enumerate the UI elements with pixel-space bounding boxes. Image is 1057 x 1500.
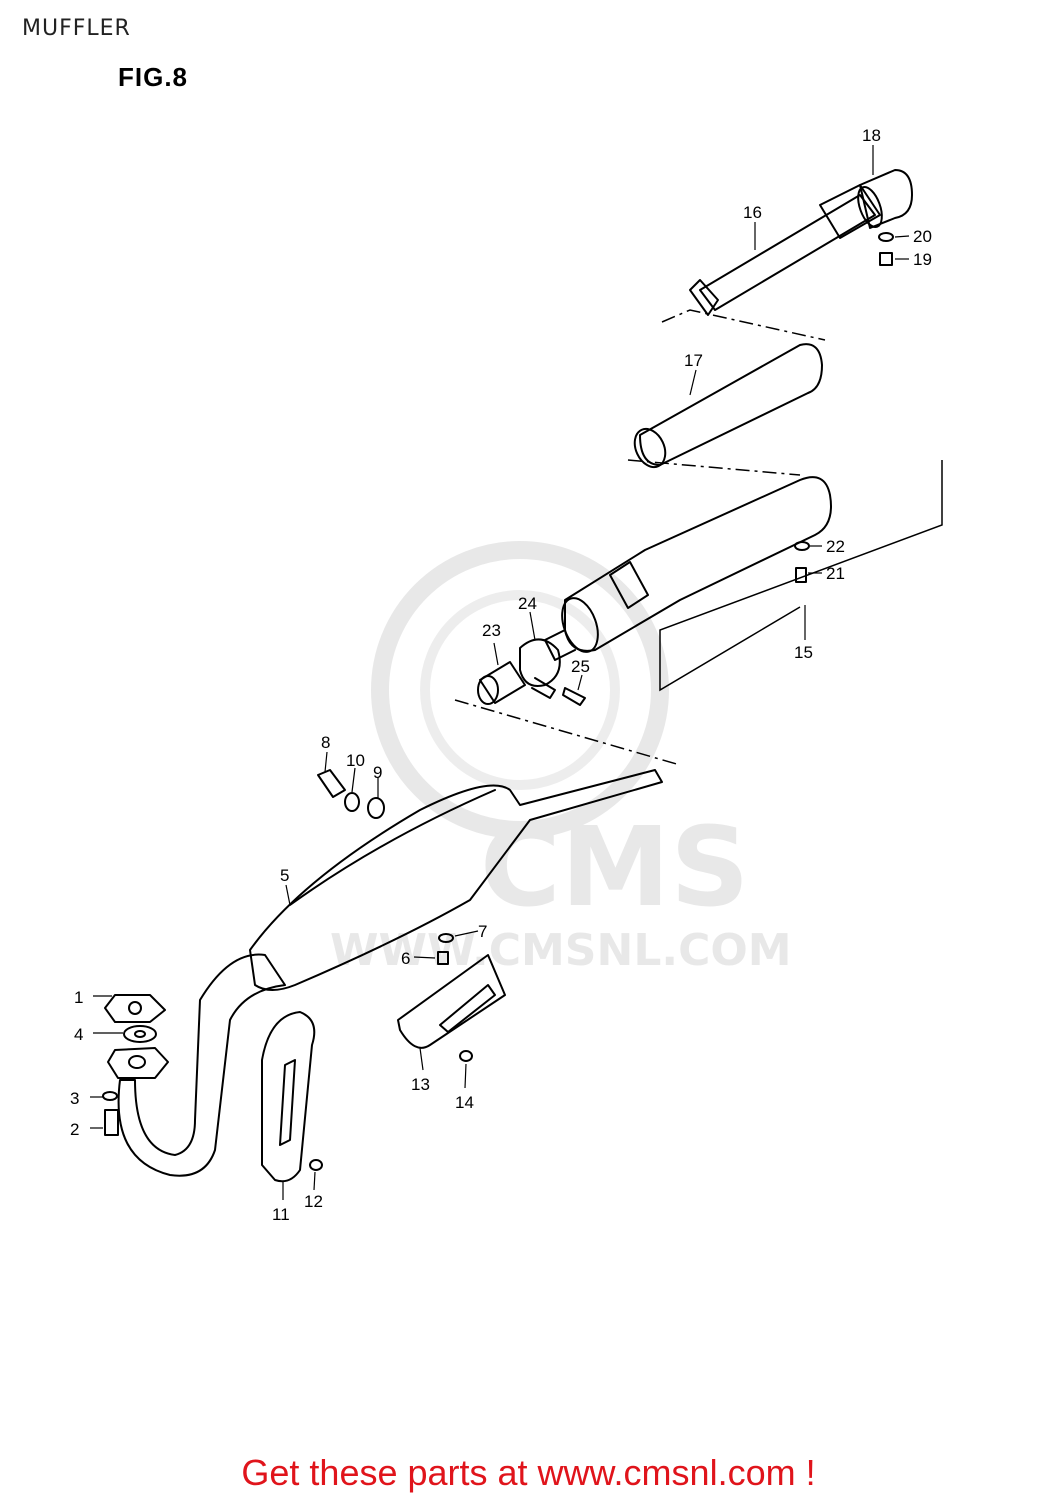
callout-22: 22 <box>826 537 845 556</box>
assembly-guide-lines <box>454 309 826 766</box>
gasket-1-part <box>104 994 166 1023</box>
callout-16: 16 <box>743 203 762 222</box>
callout-8: 8 <box>321 733 330 752</box>
sleeve-part <box>477 661 526 705</box>
callout-17: 17 <box>684 351 703 370</box>
watermark: CMS WWW.CMSNL.COM <box>330 541 792 976</box>
muffler-body-part <box>544 476 832 661</box>
footer-promo-link[interactable]: Get these parts at www.cmsnl.com ! <box>241 1452 816 1493</box>
callout-5: 5 <box>280 866 289 885</box>
tip-cap-part <box>857 169 913 229</box>
callout-19: 19 <box>913 250 932 269</box>
inner-silencer-part <box>633 343 823 469</box>
screw-14-part <box>459 1050 473 1062</box>
washer-3-part <box>102 1091 118 1101</box>
callout-12: 12 <box>304 1192 323 1211</box>
callout-11: 11 <box>272 1205 290 1224</box>
callout-23: 23 <box>482 621 501 640</box>
callout-25: 25 <box>571 657 590 676</box>
exhaust-flange <box>107 1047 169 1079</box>
callout-18: 18 <box>862 126 881 145</box>
callout-9: 9 <box>373 763 382 782</box>
clamp-bolt-part <box>562 687 586 706</box>
callout-20: 20 <box>913 227 932 246</box>
callout-4: 4 <box>74 1025 83 1044</box>
callout-7: 7 <box>478 922 487 941</box>
callout-15: 15 <box>794 643 813 662</box>
callout-6: 6 <box>401 949 410 968</box>
figure-label: FIG.8 <box>118 62 189 92</box>
washer-9-part <box>367 797 385 819</box>
tail-pipe-part <box>689 184 881 316</box>
washer-20-part <box>878 232 894 242</box>
callout-24: 24 <box>518 594 537 613</box>
watermark-brand: CMS <box>480 803 749 931</box>
gasket-4-part <box>123 1025 157 1043</box>
callout-21: 21 <box>826 564 845 583</box>
bolt-21-part <box>795 567 807 583</box>
bolt-6-part <box>437 951 449 965</box>
bolt-2-part <box>104 1109 119 1136</box>
bolt-8-part <box>317 769 346 798</box>
callout-3: 3 <box>70 1089 79 1108</box>
washer-7-part <box>438 933 454 943</box>
page-title: MUFFLER <box>22 16 131 41</box>
screw-12-part <box>309 1159 323 1171</box>
callout-1: 1 <box>74 988 83 1007</box>
leader-lines <box>90 145 910 1200</box>
callout-14: 14 <box>455 1093 474 1112</box>
callout-10: 10 <box>346 751 365 770</box>
watermark-url: WWW.CMSNL.COM <box>330 925 792 976</box>
bolt-19-part <box>879 252 893 266</box>
callout-13: 13 <box>411 1075 430 1094</box>
expansion-chamber-part <box>117 769 663 1177</box>
heat-protector-13-part <box>397 954 506 1049</box>
lock-washer-10-part <box>344 792 360 812</box>
clamp-part <box>519 638 561 699</box>
heat-protector-11-part <box>261 1011 316 1183</box>
callout-2: 2 <box>70 1120 79 1139</box>
callout-numbers: 1 2 3 4 5 6 7 8 9 10 11 12 13 14 15 16 1… <box>70 126 932 1224</box>
washer-22-part <box>794 541 810 551</box>
group-bracket-15 <box>659 460 943 692</box>
